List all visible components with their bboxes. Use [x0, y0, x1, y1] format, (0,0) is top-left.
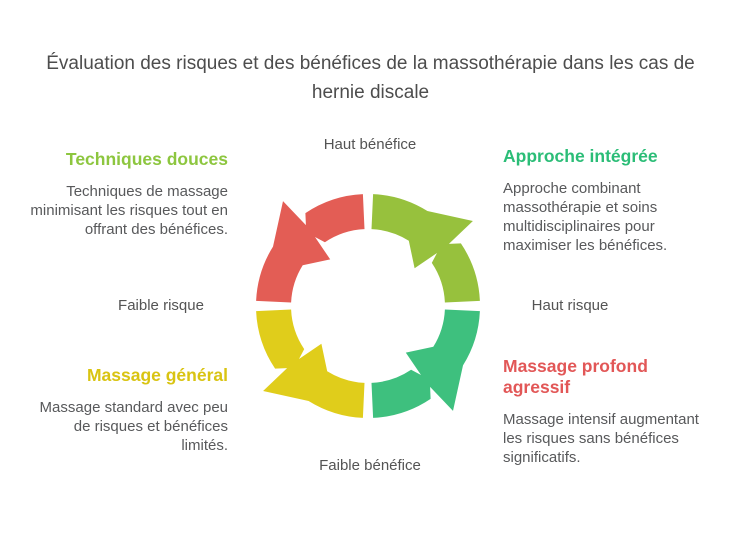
axis-label-low-benefit: Faible bénéfice — [319, 457, 421, 474]
axis-label-high-risk: Haut risque — [531, 297, 609, 314]
quadrant-body: Massage standard avec peu de risques et … — [39, 399, 228, 454]
arc-segment-top-left — [256, 194, 365, 303]
arc-segment-bottom-left — [256, 309, 365, 418]
axis-label-high-benefit: Haut bénéfice — [323, 136, 417, 153]
quadrant-text-top-left: Techniques douces Techniques de massage … — [28, 149, 228, 240]
arc-segment-bottom-right — [371, 309, 480, 418]
quadrant-body: Techniques de massage minimisant les ris… — [30, 183, 228, 238]
quadrant-text-bottom-right: Massage profond agressif Massage intensi… — [503, 356, 703, 468]
cycle-diagram — [228, 166, 508, 446]
quadrant-heading: Massage profond agressif — [503, 356, 648, 397]
page-title: Évaluation des risques et des bénéfices … — [46, 53, 695, 103]
quadrant-text-top-right: Approche intégrée Approche combinant mas… — [503, 146, 703, 256]
quadrant-text-bottom-left: Massage général Massage standard avec pe… — [28, 365, 228, 456]
quadrant-body: Approche combinant massothérapie et soin… — [503, 180, 668, 254]
quadrant-heading: Approche intégrée — [503, 146, 658, 166]
quadrant-body: Massage intensif augmentant les risques … — [503, 411, 699, 466]
quadrant-heading: Massage général — [86, 365, 228, 385]
circular-arrows-icon — [256, 194, 480, 418]
quadrant-heading: Techniques douces — [65, 149, 228, 169]
axis-label-low-risk: Faible risque — [118, 297, 204, 314]
arc-segment-top-right — [371, 194, 480, 303]
